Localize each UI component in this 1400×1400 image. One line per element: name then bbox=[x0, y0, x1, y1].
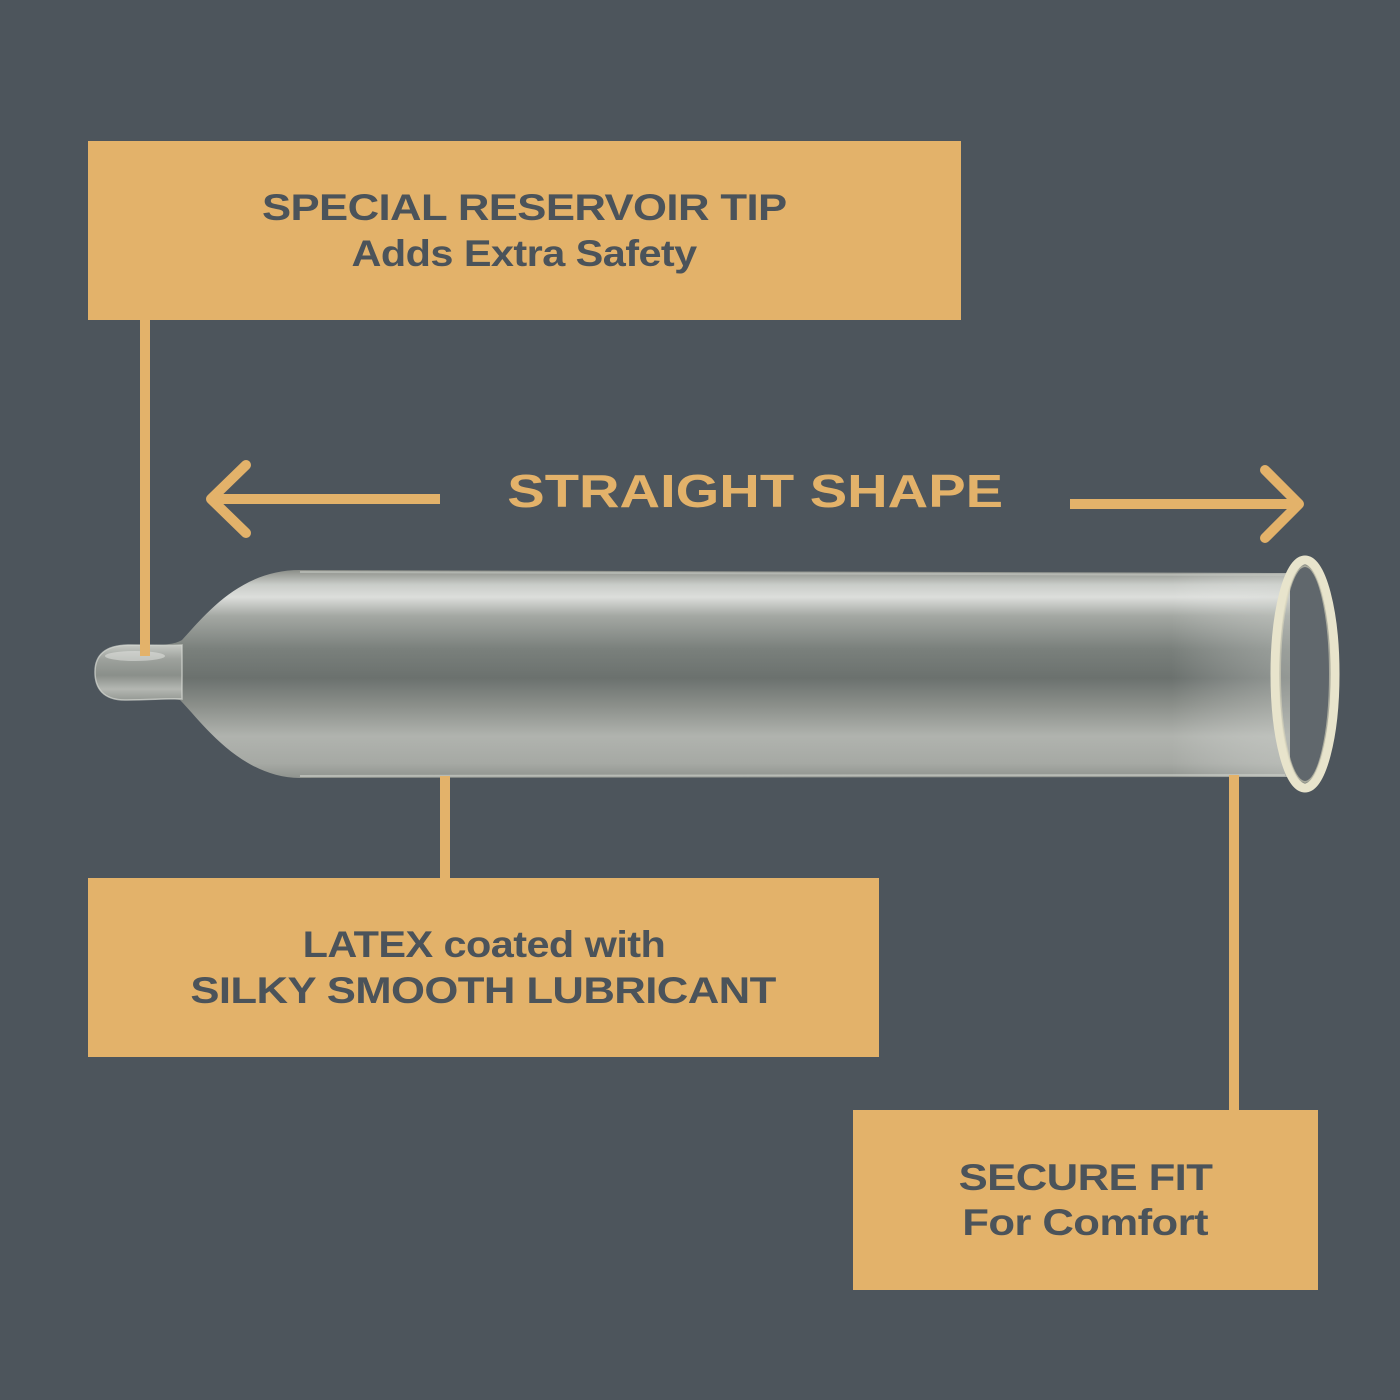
callout-title: SECURE FIT bbox=[958, 1156, 1213, 1198]
connector-line-latex bbox=[440, 776, 450, 878]
arrow-right-icon bbox=[1070, 465, 1304, 543]
callout-title: LATEX coated with bbox=[302, 924, 665, 966]
callout-title: SPECIAL RESERVOIR TIP bbox=[262, 187, 787, 229]
straight-shape-label: STRAIGHT SHAPE bbox=[440, 468, 1070, 514]
arrow-left-icon bbox=[206, 460, 440, 538]
rolled-ring bbox=[1270, 555, 1340, 793]
connector-line-tip bbox=[140, 320, 150, 656]
callout-reservoir-tip: SPECIAL RESERVOIR TIP Adds Extra Safety bbox=[88, 141, 961, 320]
callout-subtitle: SILKY SMOOTH LUBRICANT bbox=[190, 969, 777, 1011]
callout-subtitle: For Comfort bbox=[962, 1202, 1209, 1243]
callout-latex-lubricant: LATEX coated with SILKY SMOOTH LUBRICANT bbox=[88, 878, 879, 1057]
callout-secure-fit: SECURE FIT For Comfort bbox=[853, 1110, 1318, 1290]
connector-line-fit bbox=[1229, 775, 1239, 1110]
callout-subtitle: Adds Extra Safety bbox=[351, 232, 698, 274]
straight-shape-text: STRAIGHT SHAPE bbox=[507, 465, 1003, 517]
